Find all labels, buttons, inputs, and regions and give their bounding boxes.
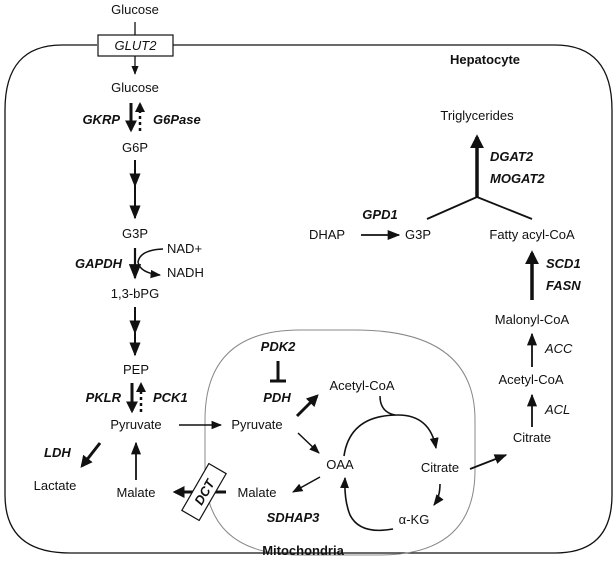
hepatocyte-membrane — [4, 44, 613, 554]
ldh-arrow — [80, 442, 102, 468]
metabolite-acetylcoa-mito: Acetyl-CoA — [329, 378, 394, 393]
enzyme-gpd1: GPD1 — [362, 207, 397, 222]
enzyme-pklr: PKLR — [86, 390, 122, 405]
tca-arc-citrate-to-akg — [433, 483, 444, 506]
cofactor-nadh: NADH — [167, 265, 204, 280]
enzyme-gkrp: GKRP — [82, 112, 120, 127]
enzyme-mogat2: MOGAT2 — [490, 171, 545, 186]
tca-arc-akg-to-oaa — [340, 476, 394, 532]
glut2-label: GLUT2 — [115, 38, 158, 53]
metabolite-glucose-int: Glucose — [111, 80, 159, 95]
enzyme-g6pase: G6Pase — [153, 112, 201, 127]
metabolite-oaa: OAA — [326, 457, 354, 472]
citrate-export-arrow — [469, 454, 508, 470]
metabolite-citrate-cytosol: Citrate — [513, 430, 551, 445]
enzyme-acc: ACC — [544, 341, 573, 356]
tca-arc-oaa-to-citrate — [343, 414, 439, 457]
metabolite-malate-cytosol: Malate — [116, 485, 155, 500]
metabolite-malate-mito: Malate — [237, 485, 276, 500]
enzyme-acl: ACL — [544, 402, 570, 417]
cofactor-nad: NAD+ — [167, 241, 202, 256]
metabolite-g3p-lipogenesis: G3P — [405, 227, 431, 242]
metabolite-g3p-glycolysis: G3P — [122, 226, 148, 241]
metabolite-lactate: Lactate — [34, 478, 77, 493]
junction-g3p-line — [426, 196, 478, 220]
enzyme-pck1: PCK1 — [153, 390, 188, 405]
mitochondria-membrane — [204, 329, 476, 556]
metabolite-13bpg: 1,3-bPG — [111, 286, 159, 301]
metabolite-glucose-ext: Glucose — [111, 2, 159, 17]
enzyme-ldh: LDH — [44, 445, 71, 460]
junction-facoa-line — [476, 196, 533, 220]
enzyme-pdh: PDH — [263, 390, 291, 405]
metabolite-acetylcoa-cytosol: Acetyl-CoA — [498, 372, 563, 387]
metabolite-citrate-mito: Citrate — [421, 460, 459, 475]
metabolite-pyruvate-cytosol: Pyruvate — [110, 417, 161, 432]
metabolite-triglycerides: Triglycerides — [440, 108, 514, 123]
enzyme-pdk2: PDK2 — [261, 339, 296, 354]
metabolite-pyruvate-mito: Pyruvate — [231, 417, 282, 432]
enzyme-sdhap3: SDHAP3 — [267, 510, 321, 525]
enzyme-gapdh: GAPDH — [75, 256, 123, 271]
pdh-arrow — [295, 394, 319, 418]
pyruvate-to-oaa-arrow — [297, 432, 320, 454]
metabolite-malonylcoa: Malonyl-CoA — [495, 312, 570, 327]
metabolite-akg: α-KG — [399, 512, 430, 527]
metabolite-fattyacylcoa: Fatty acyl-CoA — [489, 227, 575, 242]
compartment-mitochondria-label: Mitochondria — [262, 543, 344, 558]
enzyme-scd1: SCD1 — [546, 256, 581, 271]
metabolite-g6p: G6P — [122, 140, 148, 155]
oaa-to-malate-arrow — [292, 476, 321, 493]
enzyme-dgat2: DGAT2 — [490, 149, 534, 164]
acetylcoa-joining-curve — [379, 395, 396, 416]
metabolite-pep: PEP — [123, 362, 149, 377]
compartment-hepatocyte-label: Hepatocyte — [450, 52, 520, 67]
metabolite-dhap: DHAP — [309, 227, 345, 242]
nad-curve — [137, 248, 164, 279]
enzyme-fasn: FASN — [546, 278, 581, 293]
